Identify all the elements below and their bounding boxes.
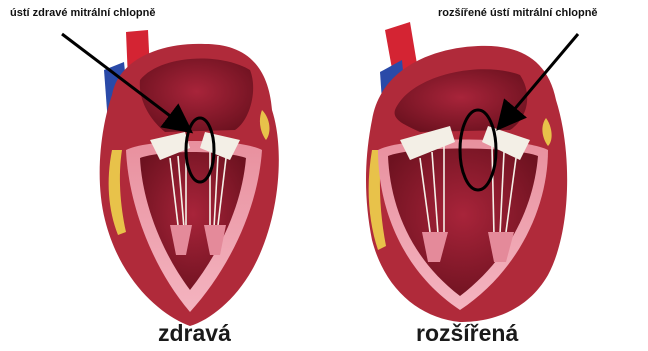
- healthy-caption: zdravá: [158, 320, 231, 347]
- dilated-heart-illustration: [366, 22, 578, 322]
- dilated-caption: rozšířená: [416, 320, 518, 347]
- healthy-atrium: [140, 59, 253, 132]
- healthy-heart-illustration: [62, 30, 279, 326]
- healthy-valve-callout-label: ústí zdravé mitrální chlopně: [10, 7, 155, 19]
- dilated-valve-callout-label: rozšířené ústí mitrální chlopně: [438, 7, 598, 19]
